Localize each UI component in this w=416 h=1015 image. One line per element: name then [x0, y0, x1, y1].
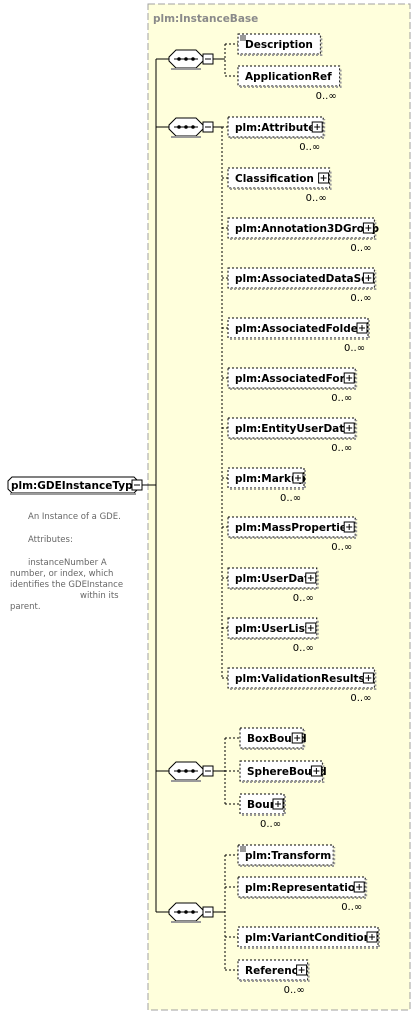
element-box[interactable]: Reference [237, 959, 310, 982]
annotation-line: number, or index, which [10, 569, 114, 579]
occurrence-label: 0..∞ [260, 819, 281, 830]
root-element-label: plm:GDEInstanceType [11, 480, 140, 492]
expand-plus-icon[interactable] [362, 222, 374, 234]
element-box[interactable]: plm:AssociatedForm [227, 367, 358, 390]
expand-plus-icon[interactable] [310, 765, 322, 777]
occurrence-label: 0..∞ [331, 443, 352, 454]
element-box[interactable]: plm:ValidationResults [227, 667, 377, 690]
occurrence-label: 0..∞ [350, 293, 371, 304]
element-label: plm:MassProperties [235, 522, 353, 534]
element-label: plm:VariantCondition [245, 932, 371, 944]
element-label: plm:Attribute [235, 122, 315, 134]
sequence-collapse-icon[interactable] [202, 121, 214, 133]
annotation-line: Attributes: [28, 535, 73, 545]
sequence-compositor[interactable] [168, 49, 204, 70]
root-element[interactable]: plm:GDEInstanceType [7, 476, 143, 495]
expand-plus-icon[interactable] [296, 964, 308, 976]
element-label: plm:EntityUserData [235, 423, 351, 435]
sequence-collapse-icon[interactable] [202, 765, 214, 777]
expand-plus-icon[interactable] [343, 521, 355, 533]
occurrence-label: 0..∞ [293, 593, 314, 604]
element-box[interactable]: plm:VariantCondition [237, 926, 380, 949]
element-label: Description [245, 39, 313, 51]
element-label: plm:Transform [245, 850, 331, 862]
expand-plus-icon[interactable] [362, 272, 374, 284]
element-label: SphereBound [247, 766, 327, 778]
sequence-compositor[interactable] [168, 117, 204, 138]
element-label: plm:AssociatedFolder [235, 323, 364, 335]
element-box[interactable]: plm:Transform [237, 844, 336, 867]
expand-plus-icon[interactable] [353, 881, 365, 893]
documentation-icon [240, 846, 246, 852]
root-collapse-icon[interactable] [131, 479, 143, 491]
expand-plus-icon[interactable] [366, 931, 378, 943]
sequence-compositor[interactable] [168, 761, 204, 782]
expand-plus-icon[interactable] [305, 622, 317, 634]
element-box[interactable]: Classification [227, 167, 332, 190]
element-box[interactable]: SphereBound [239, 760, 327, 783]
occurrence-label: 0..∞ [316, 91, 337, 102]
element-label: plm:AssociatedForm [235, 373, 356, 385]
element-label: Reference [245, 965, 305, 977]
expand-plus-icon[interactable] [272, 798, 284, 810]
element-label: plm:Markup [235, 473, 306, 485]
expand-plus-icon[interactable] [305, 572, 317, 584]
occurrence-label: 0..∞ [284, 985, 305, 996]
element-box[interactable]: plm:EntityUserData [227, 417, 358, 440]
element-box[interactable]: plm:Markup [227, 467, 306, 490]
expand-plus-icon[interactable] [362, 672, 374, 684]
annotation-line: within its [80, 591, 119, 601]
expand-plus-icon[interactable] [343, 372, 355, 384]
occurrence-label: 0..∞ [331, 393, 352, 404]
occurrence-label: 0..∞ [350, 693, 371, 704]
sequence-compositor[interactable] [168, 902, 204, 923]
element-box[interactable]: plm:AssociatedFolder [227, 317, 370, 340]
element-label: plm:Representation [245, 882, 363, 894]
occurrence-label: 0..∞ [344, 343, 365, 354]
element-box[interactable]: plm:Attribute [227, 116, 326, 139]
occurrence-label: 0..∞ [331, 542, 352, 553]
expand-plus-icon[interactable] [318, 172, 330, 184]
element-label: ApplicationRef [245, 71, 332, 83]
element-label: plm:Annotation3DGroup [235, 223, 379, 235]
occurrence-label: 0..∞ [306, 193, 327, 204]
element-box[interactable]: plm:MassProperties [227, 516, 358, 539]
expand-plus-icon[interactable] [356, 322, 368, 334]
annotation-line: identifies the GDEInstance [10, 580, 124, 590]
element-label: Classification [235, 173, 314, 185]
element-label: plm:AssociatedDataSet [235, 273, 373, 285]
sequence-collapse-icon[interactable] [202, 906, 214, 918]
type-annotation: An Instance of a GDE. Attributes: instan… [10, 512, 136, 613]
expand-plus-icon[interactable] [292, 472, 304, 484]
annotation-line: An Instance of a GDE. [28, 512, 121, 522]
occurrence-label: 0..∞ [293, 643, 314, 654]
expand-plus-icon[interactable] [343, 422, 355, 434]
documentation-icon [240, 35, 246, 41]
element-box[interactable]: plm:Representation [237, 876, 368, 899]
element-box[interactable]: Description [237, 33, 323, 56]
element-label: plm:UserData [235, 573, 316, 585]
expand-plus-icon[interactable] [311, 121, 323, 133]
element-box[interactable]: ApplicationRef [237, 65, 342, 88]
element-box[interactable]: plm:Annotation3DGroup [227, 217, 379, 240]
annotation-line: instanceNumber A [28, 558, 107, 568]
expand-plus-icon[interactable] [291, 732, 303, 744]
occurrence-label: 0..∞ [299, 142, 320, 153]
group-label: plm:InstanceBase [153, 13, 258, 25]
element-label: plm:UserList [235, 623, 310, 635]
element-label: plm:ValidationResults [235, 673, 365, 685]
occurrence-label: 0..∞ [341, 902, 362, 913]
annotation-line: parent. [10, 602, 41, 612]
element-box[interactable]: plm:UserData [227, 567, 319, 590]
occurrence-label: 0..∞ [350, 243, 371, 254]
sequence-collapse-icon[interactable] [202, 53, 214, 65]
element-box[interactable]: plm:AssociatedDataSet [227, 267, 377, 290]
element-box[interactable]: plm:UserList [227, 617, 319, 640]
occurrence-label: 0..∞ [280, 493, 301, 504]
